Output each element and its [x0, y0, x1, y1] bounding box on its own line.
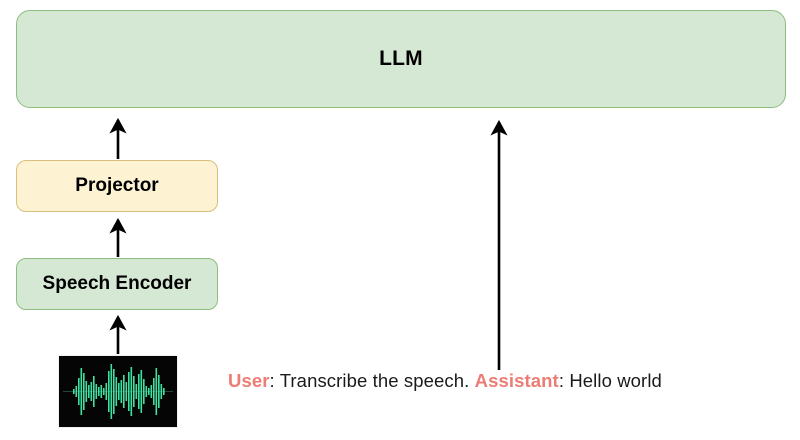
- node-llm-label: LLM: [379, 47, 423, 71]
- prompt-assistant-separator: :: [558, 370, 570, 391]
- prompt-assistant-text: Hello world: [569, 370, 662, 391]
- node-projector: Projector: [16, 160, 218, 212]
- waveform-icon: [59, 356, 177, 427]
- prompt-user-role: User: [228, 370, 270, 391]
- speech-waveform-image: [58, 355, 178, 428]
- prompt-user-text: Transcribe the speech.: [279, 370, 475, 391]
- node-speech-encoder: Speech Encoder: [16, 258, 218, 310]
- node-llm: LLM: [16, 10, 786, 108]
- prompt-assistant-role: Assistant: [474, 370, 559, 391]
- node-speech-encoder-label: Speech Encoder: [42, 272, 192, 294]
- prompt-text: User: Transcribe the speech. Assistant: …: [228, 370, 788, 392]
- prompt-user-separator: :: [269, 370, 280, 391]
- node-projector-label: Projector: [75, 174, 159, 196]
